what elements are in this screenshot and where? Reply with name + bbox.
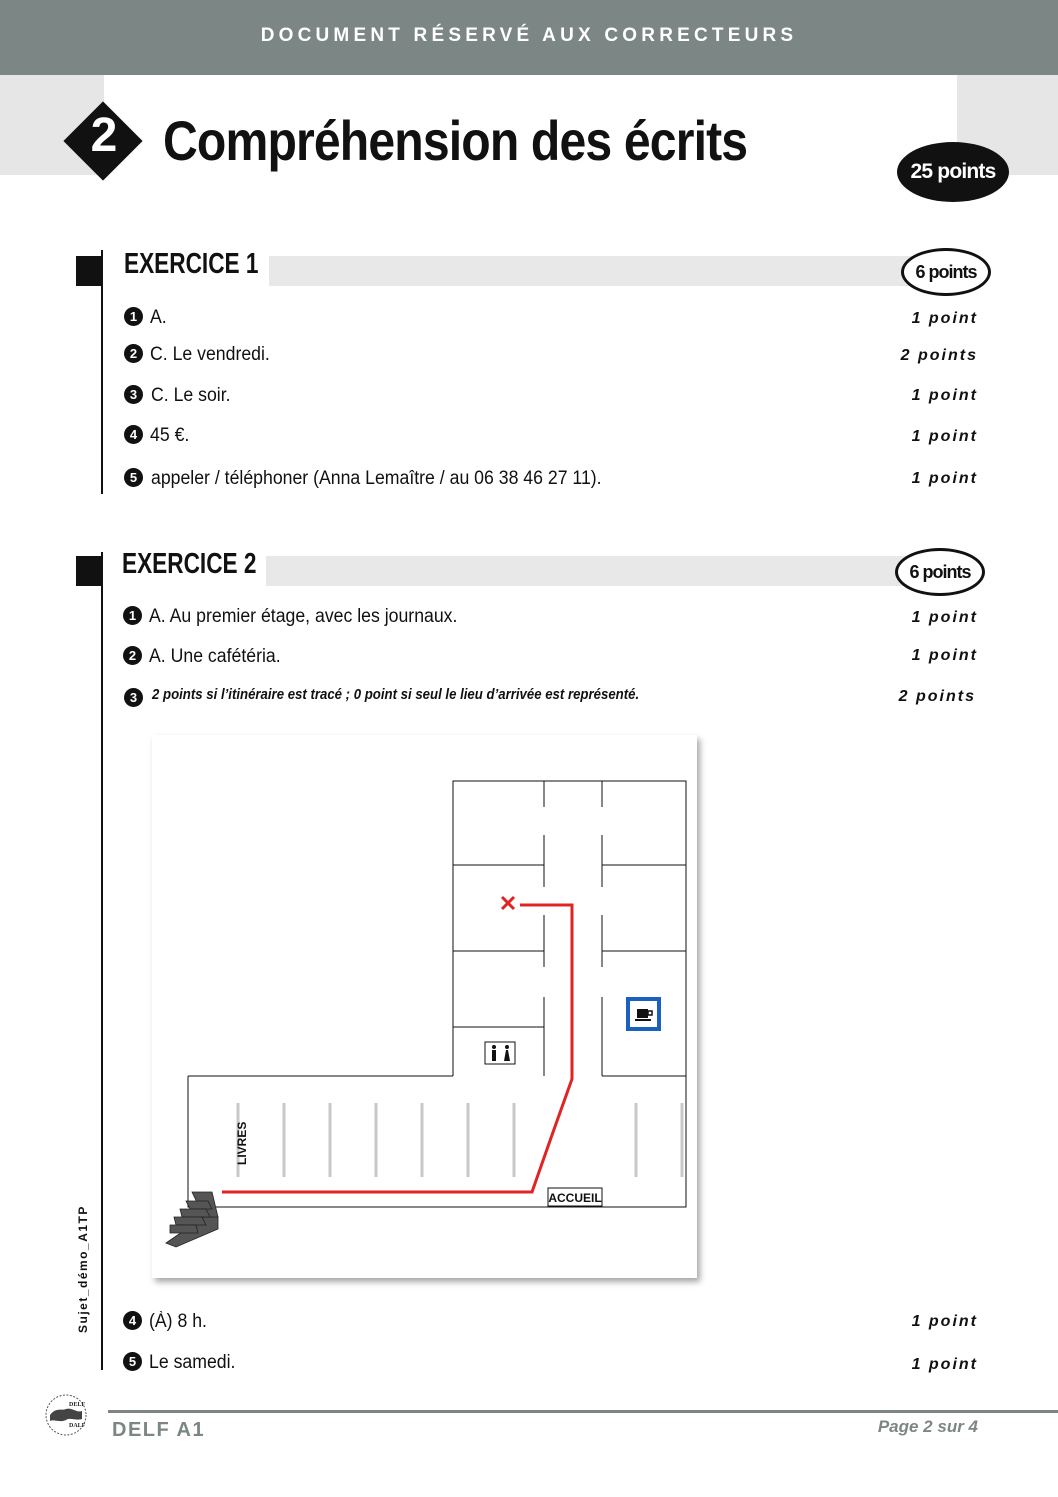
books-label: LIVRES [235, 1122, 249, 1165]
floor-plan: LIVRES ACCUEIL [152, 735, 697, 1278]
exercise2-answer-1: A. Au premier étage, avec les journaux. [149, 606, 458, 627]
lower-wing-outline [187, 1076, 687, 1208]
exercise1-points-3: 1 point [911, 387, 978, 404]
exercise1-answer-1: A. [150, 307, 167, 328]
page-number: Page 2 sur 4 [877, 1417, 978, 1436]
exercise2-points-badge: 6 points [895, 548, 985, 596]
item-number: 2 [124, 344, 143, 363]
exercise1-answer-4: 45 €. [150, 425, 190, 446]
reception-desk [547, 1187, 603, 1207]
exercise2-points-4: 1 point [911, 1313, 978, 1330]
floor-plan-drawing: LIVRES ACCUEIL [165, 780, 687, 1248]
item-number: 5 [123, 1352, 142, 1371]
exercise1-rule [101, 250, 103, 494]
page-title: Compréhension des écrits [163, 109, 748, 172]
item-number: 1 [123, 606, 142, 625]
exercise2-band [266, 556, 946, 586]
exercise1-answer-2: C. Le vendredi. [150, 344, 270, 365]
exercise1-points-1: 1 point [911, 310, 978, 327]
total-points-badge: 25 points [897, 142, 1009, 202]
footer-exam-label: DELF A1 [112, 1419, 206, 1441]
svg-text:DALF: DALF [69, 1423, 86, 1429]
exercise2-marker [76, 556, 101, 586]
exercise2-answer-3-note: 2 points si l’itinéraire est tracé ; 0 p… [152, 686, 640, 703]
reception-label: ACCUEIL [548, 1191, 601, 1205]
exercise1-answer-3: C. Le soir. [151, 385, 231, 406]
section-number: 2 [90, 109, 118, 162]
exercise2-points-3: 2 points [898, 688, 976, 705]
stairs-icon [165, 1191, 219, 1248]
exercise1-points-5: 1 point [911, 470, 978, 487]
exercise2-points-2: 1 point [911, 647, 978, 664]
exercise2-rule [101, 552, 103, 1370]
exercise1-answer-5: appeler / téléphoner (Anna Lemaître / au… [151, 468, 602, 489]
exercise1-points-badge: 6 points [901, 248, 991, 296]
exercise2-title: EXERCICE 2 [122, 548, 257, 580]
arrival-cross-icon [500, 895, 516, 911]
exercise1-band [269, 256, 949, 286]
exercise1-points-4: 1 point [911, 428, 978, 445]
exercise2-points-1: 1 point [911, 609, 978, 626]
item-number: 5 [124, 468, 143, 487]
restroom-icon [484, 1041, 516, 1065]
item-number: 4 [124, 425, 143, 444]
item-number: 2 [123, 646, 142, 665]
exercise1-points-2: 2 points [900, 347, 978, 364]
exercise2-answer-2: A. Une cafétéria. [149, 646, 281, 667]
footer-rule [108, 1410, 1058, 1413]
exercise2-points-5: 1 point [911, 1356, 978, 1373]
upper-wing-outline [452, 780, 687, 1076]
cafe-icon [626, 997, 661, 1031]
bookshelves [236, 1103, 684, 1177]
exercise1-title: EXERCICE 1 [124, 248, 259, 280]
reserved-banner: DOCUMENT RÉSERVÉ AUX CORRECTEURS [260, 25, 798, 46]
header-bar [0, 0, 1058, 75]
item-number: 1 [124, 307, 143, 326]
svg-text:DELF: DELF [69, 1402, 85, 1408]
item-number: 4 [123, 1311, 142, 1330]
item-number: 3 [124, 385, 143, 404]
item-number: 3 [124, 688, 143, 707]
route-line [222, 903, 574, 1194]
side-code: Sujet_démo_A1TP [76, 1205, 90, 1333]
exercise2-answer-5: Le samedi. [149, 1352, 236, 1373]
exercise1-marker [76, 256, 101, 286]
exercise2-answer-4: (À) 8 h. [149, 1311, 207, 1332]
delf-dalf-logo: DELF DALF [44, 1393, 88, 1437]
